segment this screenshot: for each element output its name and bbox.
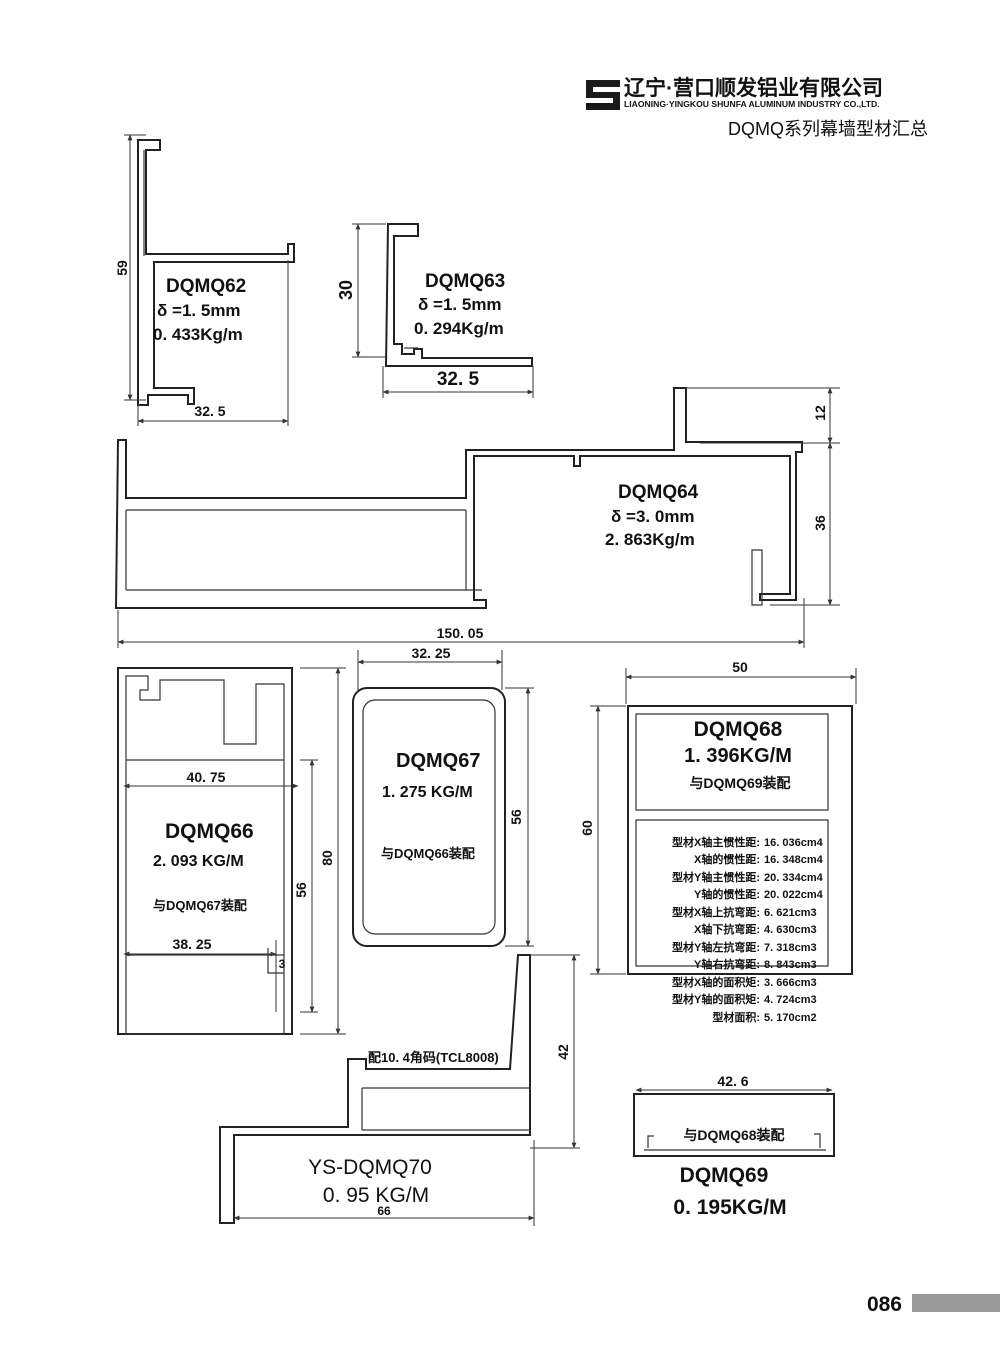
prop-value: 8. 843cm3 (764, 959, 817, 971)
prop-label: X轴的惯性距: (694, 852, 760, 866)
footer-bar (912, 1294, 1000, 1312)
dqmq64-weight: 2. 863Kg/m (605, 530, 695, 549)
dim-dqmq68-width: 50 (732, 659, 748, 675)
page-number: 086 (867, 1293, 902, 1316)
dqmq62-thickness: δ =1. 5mm (157, 301, 241, 320)
dim-dqmq62-height: 59 (114, 260, 130, 276)
company-name-en: LIAONING·YINGKOU SHUNFA ALUMINUM INDUSTR… (624, 99, 880, 109)
profile-dqmq63: 30 32. 5 DQMQ63 δ =1. 5mm 0. 294Kg/m (336, 223, 534, 398)
dqmq66-note: 与DQMQ67装配 (153, 898, 247, 913)
company-logo: SHUN FA (586, 80, 620, 110)
dim-dqmq67-height: 56 (508, 809, 524, 825)
dqmq70-weight: 0. 95 KG/M (323, 1184, 429, 1207)
dqmq63-weight: 0. 294Kg/m (414, 319, 504, 338)
prop-value: 3. 666cm3 (764, 977, 817, 989)
dqmq63-name: DQMQ63 (425, 271, 505, 292)
prop-value: 6. 621cm3 (764, 907, 817, 919)
dim-dqmq68-height: 60 (579, 820, 595, 836)
prop-value: 16. 348cm4 (764, 854, 824, 866)
page-subtitle: DQMQ系列幕墙型材汇总 (728, 119, 928, 139)
dim-dqmq70-width: 66 (377, 1204, 391, 1218)
dim-dqmq64-width: 150. 05 (437, 625, 484, 641)
prop-label: Y轴右抗弯距: (694, 957, 760, 971)
dqmq62-weight: 0. 433Kg/m (153, 325, 243, 344)
prop-value: 20. 334cm4 (764, 872, 824, 884)
dqmq64-thickness: δ =3. 0mm (611, 507, 695, 526)
dim-dqmq63-width: 32. 5 (437, 369, 480, 390)
dqmq64-name: DQMQ64 (618, 482, 699, 503)
prop-value: 4. 630cm3 (764, 924, 817, 936)
profile-dqmq66: 40. 75 38. 25 3 56 80 DQMQ66 2. 093 KG/M… (117, 667, 346, 1035)
prop-label: 型材X轴的面积矩: (672, 975, 760, 989)
prop-value: 7. 318cm3 (764, 942, 817, 954)
dqmq68-note: 与DQMQ69装配 (689, 775, 790, 791)
dqmq67-name: DQMQ67 (396, 750, 480, 772)
prop-value: 5. 170cm2 (764, 1012, 817, 1024)
dqmq67-note: 与DQMQ66装配 (381, 846, 475, 861)
company-name-cn: 辽宁·营口顺发铝业有限公司 (624, 76, 883, 100)
prop-label: 型材Y轴的面积矩: (672, 992, 760, 1006)
dqmq69-name: DQMQ69 (680, 1164, 769, 1187)
dqmq66-name: DQMQ66 (165, 820, 254, 843)
dqmq69-note: 与DQMQ68装配 (683, 1127, 784, 1143)
profile-dqmq67: 32. 25 56 DQMQ67 1. 275 KG/M 与DQMQ66装配 (352, 645, 534, 947)
prop-value: 16. 036cm4 (764, 837, 824, 849)
prop-label: 型材X轴上抗弯距: (672, 905, 760, 919)
dim-dqmq66-height-inner: 56 (293, 882, 309, 898)
dqmq70-name: YS-DQMQ70 (308, 1156, 432, 1179)
dqmq69-weight: 0. 195KG/M (673, 1196, 786, 1219)
profile-dqmq68: 50 60 DQMQ68 1. 396KG/M 与DQMQ69装配 型材X轴主惯… (579, 659, 857, 1024)
dqmq68-weight: 1. 396KG/M (684, 745, 792, 767)
section-properties-table: 型材X轴主惯性距: 16. 036cm4 X轴的惯性距: 16. 348cm4 … (672, 835, 824, 1024)
dim-dqmq66-height: 80 (319, 850, 335, 866)
prop-label: 型材Y轴左抗弯距: (672, 940, 760, 954)
profile-dqmq70: 42 66 配10. 4角码(TCL8008) YS-DQMQ70 0. 95 … (219, 954, 580, 1226)
dqmq63-thickness: δ =1. 5mm (418, 295, 502, 314)
prop-value: 4. 724cm3 (764, 994, 817, 1006)
prop-label: X轴下抗弯距: (694, 922, 760, 936)
prop-label: 型材Y轴主惯性距: (672, 870, 760, 884)
dqmq68-name: DQMQ68 (694, 718, 783, 741)
dim-dqmq67-width: 32. 25 (412, 645, 451, 661)
dim-dqmq64-height-top: 12 (812, 405, 828, 421)
prop-label: 型材面积: (712, 1010, 760, 1024)
profile-dqmq69: 42. 6 与DQMQ68装配 DQMQ69 0. 195KG/M (633, 1073, 835, 1219)
logo-small-text: SHUN FA (586, 103, 608, 109)
dim-dqmq62-width: 32. 5 (194, 403, 225, 419)
dim-dqmq64-height-main: 36 (812, 515, 828, 531)
dim-dqmq66-offset: 3 (279, 957, 286, 971)
prop-label: 型材X轴主惯性距: (672, 835, 760, 849)
profile-dqmq62: 59 32. 5 DQMQ62 δ =1. 5mm 0. 433Kg/m (114, 134, 295, 426)
dim-dqmq66-width-bottom: 38. 25 (173, 936, 212, 952)
dim-dqmq63-height: 30 (336, 280, 356, 300)
dim-dqmq70-height: 42 (555, 1044, 571, 1060)
prop-label: Y轴的惯性距: (694, 887, 760, 901)
dqmq67-weight: 1. 275 KG/M (382, 784, 473, 801)
dim-dqmq69-width: 42. 6 (717, 1073, 748, 1089)
dqmq62-name: DQMQ62 (166, 276, 246, 297)
dim-dqmq66-width-top: 40. 75 (187, 769, 226, 785)
profile-dqmq64: 12 36 150. 05 DQMQ64 δ =3. 0mm 2. 863Kg/… (114, 387, 840, 648)
dqmq66-weight: 2. 093 KG/M (153, 853, 244, 870)
dqmq70-note: 配10. 4角码(TCL8008) (368, 1050, 499, 1065)
prop-value: 20. 022cm4 (764, 889, 824, 901)
